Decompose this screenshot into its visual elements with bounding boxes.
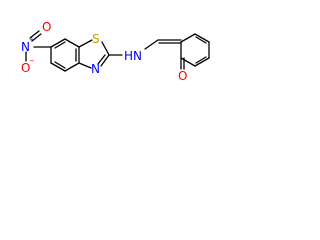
bond-c-s [78, 39, 93, 48]
atom-nitro-o-top: O [42, 20, 51, 34]
bond-b4 [64, 62, 80, 72]
bond-r5 [180, 57, 196, 67]
atom-thiazole-n: N [91, 62, 100, 76]
bond-b5-double [54, 61, 66, 69]
bond-b5 [50, 62, 66, 72]
atom-nitro-o-bottom: O [21, 61, 30, 75]
bond-b1-double [54, 41, 66, 49]
bond-r1 [180, 33, 196, 43]
nitro-group: O N + O − [21, 20, 52, 75]
atom-nitro-n: N [21, 40, 30, 54]
bond-s-c2 [101, 41, 110, 56]
bond-nh-ch [144, 39, 159, 50]
atom-amine-h: H [124, 49, 133, 63]
bond-b1 [50, 38, 66, 48]
bond-r2 [194, 33, 210, 43]
bond-n-o-top-double [31, 33, 42, 42]
atom-amine-n: N [133, 49, 142, 63]
benzene-ring [50, 38, 80, 72]
bond-r4 [194, 57, 210, 67]
bond-n-c [78, 62, 92, 69]
bond-r4-double [195, 56, 207, 64]
atom-nitro-o-bottom-charge: − [29, 57, 35, 65]
atom-ketone-o: O [178, 69, 187, 83]
bond-c2-n-double [97, 54, 106, 65]
cyclohexadienone-ring: O [178, 33, 210, 83]
bond-c2-n [100, 54, 110, 67]
atom-thiazole-s: S [92, 32, 100, 46]
molecule-structure: O N + O − S N N H [21, 20, 210, 83]
bond-b2 [64, 38, 80, 48]
atom-nitro-n-charge: + [29, 36, 35, 44]
bond-n-o-top [29, 30, 40, 39]
thiazole-ring: S N [78, 32, 110, 76]
amine-linker: N H [108, 39, 182, 63]
bond-r2-double [195, 36, 207, 44]
